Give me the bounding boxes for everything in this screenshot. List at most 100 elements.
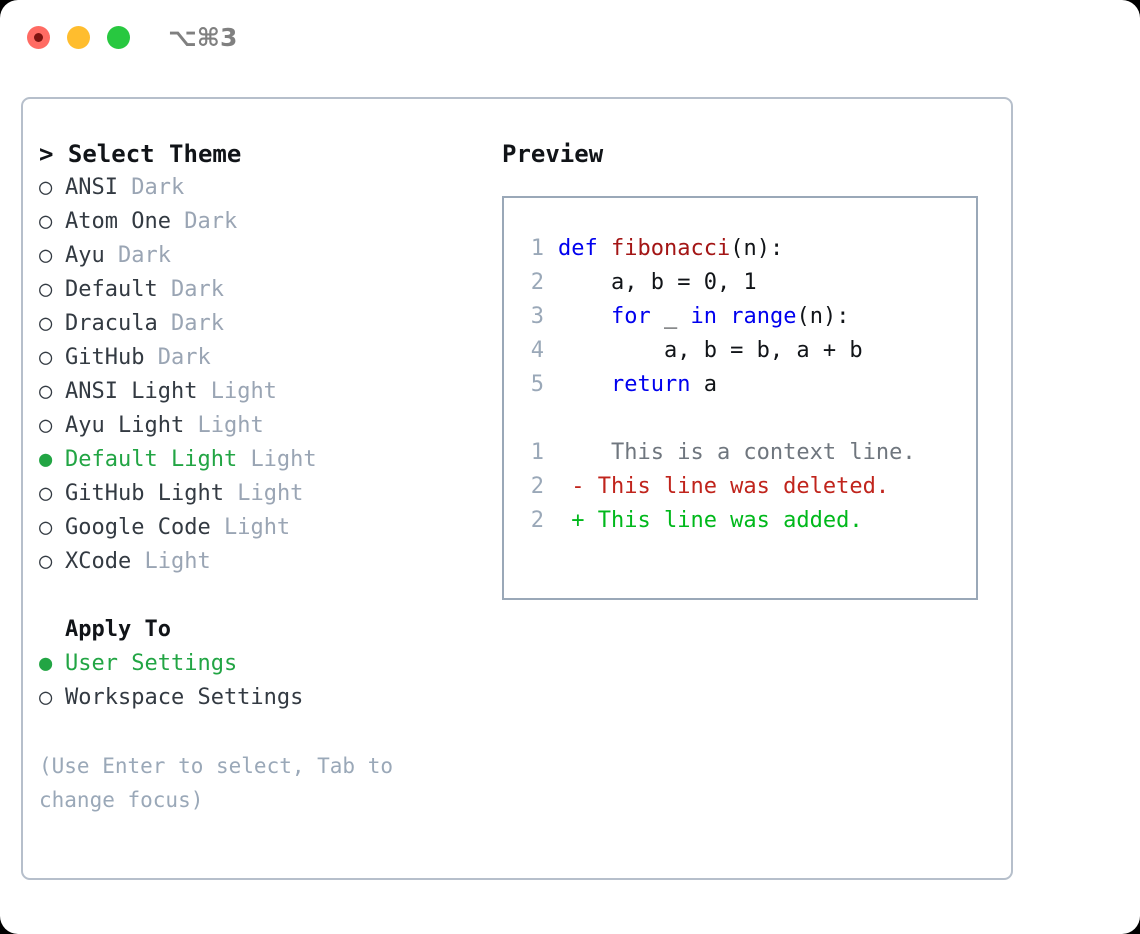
theme-option-github-light[interactable]: ○ GitHub Light Light bbox=[39, 477, 489, 511]
radio-unselected-icon: ○ bbox=[39, 413, 53, 438]
radio-selected-icon: ● bbox=[39, 651, 53, 676]
radio-unselected-icon: ○ bbox=[39, 515, 53, 540]
code-line-number: 5 bbox=[530, 372, 544, 397]
theme-selection-column: > Select Theme ○ANSI Dark○Atom One Dark○… bbox=[39, 137, 489, 817]
code-token-plain: a, b = 0, 1 bbox=[558, 270, 757, 295]
diff-line-text: - This line was deleted. bbox=[558, 474, 890, 499]
diff-line-text: + This line was added. bbox=[558, 508, 863, 533]
code-token-kw: for bbox=[610, 304, 651, 329]
apply-to-option-user-settings[interactable]: ● User Settings bbox=[39, 647, 489, 681]
theme-option-label: ANSI Light bbox=[65, 379, 198, 404]
code-line: 2 a, b = 0, 1 bbox=[504, 266, 976, 300]
radio-unselected-icon: ○ bbox=[39, 549, 53, 574]
radio-unselected-icon: ○ bbox=[39, 345, 53, 370]
code-token-plain: _ bbox=[650, 304, 691, 329]
code-token-kw: in bbox=[690, 304, 717, 329]
code-line: 5 return a bbox=[504, 368, 976, 402]
code-line-number: 3 bbox=[530, 304, 544, 329]
code-token-plain: a bbox=[690, 372, 717, 397]
theme-option-category: Light bbox=[223, 515, 291, 540]
code-token-kw: def bbox=[558, 236, 611, 261]
theme-option-category: Light bbox=[250, 447, 317, 472]
theme-option-category: Dark bbox=[184, 209, 238, 234]
maximize-window-button[interactable] bbox=[107, 26, 130, 49]
minimize-window-button[interactable] bbox=[67, 26, 90, 49]
close-window-button[interactable] bbox=[27, 26, 50, 49]
diff-line-number: 1 bbox=[530, 440, 544, 465]
code-token-plain bbox=[558, 304, 611, 329]
theme-option-category: Light bbox=[144, 549, 211, 574]
radio-unselected-icon: ○ bbox=[39, 277, 53, 302]
diff-line-add: 2 + This line was added. bbox=[504, 504, 976, 538]
code-token-plain bbox=[558, 372, 611, 397]
diff-line-ctx: 1 This is a context line. bbox=[504, 436, 976, 470]
select-theme-header: > Select Theme bbox=[39, 140, 242, 168]
apply-to-option-label: Workspace Settings bbox=[65, 685, 304, 710]
theme-option-category: Dark bbox=[157, 345, 211, 370]
theme-option-list: ○ ANSI Dark ○ Atom One Dark ○ Ayu Dark ○ Defaul… bbox=[39, 171, 489, 579]
radio-selected-icon: ● bbox=[39, 447, 53, 472]
theme-option-google-code[interactable]: ○Google Code Light bbox=[39, 511, 489, 545]
radio-unselected-icon: ○ bbox=[39, 379, 53, 404]
theme-option-label: ANSI bbox=[65, 175, 118, 200]
theme-option-ayu[interactable]: ○ Ayu Dark bbox=[39, 239, 489, 273]
code-token-plain: (n): bbox=[730, 236, 784, 261]
code-token-fn: fibonacci bbox=[610, 236, 731, 261]
theme-option-atom-one[interactable]: ○ Atom One Dark bbox=[39, 205, 489, 239]
theme-option-github[interactable]: ○ GitHub Dark bbox=[39, 341, 489, 375]
theme-option-category: Light bbox=[210, 379, 277, 404]
radio-unselected-icon: ○ bbox=[39, 209, 53, 234]
code-token-kw: range bbox=[730, 304, 797, 329]
theme-option-ansi[interactable]: ○ANSI Dark bbox=[39, 171, 489, 205]
code-token-plain bbox=[717, 304, 730, 329]
theme-option-ansi-light[interactable]: ○ ANSI Light Light bbox=[39, 375, 489, 409]
theme-option-category: Light bbox=[237, 481, 304, 506]
theme-option-label: Atom One bbox=[65, 209, 171, 234]
theme-option-xcode[interactable]: ○ XCode Light bbox=[39, 545, 489, 579]
code-line-number: 2 bbox=[530, 270, 544, 295]
radio-unselected-icon: ○ bbox=[39, 481, 53, 506]
code-line-number: 1 bbox=[530, 236, 544, 261]
radio-unselected-icon: ○ bbox=[39, 243, 53, 268]
diff-line-text: This is a context line. bbox=[558, 440, 916, 465]
radio-unselected-icon: ○ bbox=[39, 685, 53, 710]
theme-option-label: GitHub bbox=[65, 345, 145, 370]
code-line: 1 def fibonacci(n): bbox=[504, 232, 976, 266]
theme-option-category: Dark bbox=[170, 277, 224, 302]
theme-option-category: Dark bbox=[170, 311, 224, 336]
theme-option-label: GitHub Light bbox=[65, 481, 224, 506]
theme-option-label: XCode bbox=[65, 549, 132, 574]
theme-option-label: Default bbox=[65, 277, 158, 302]
preview-header: Preview bbox=[502, 140, 604, 168]
code-line: 4 a, b = b, a + b bbox=[504, 334, 976, 368]
apply-to-option-workspace-settings[interactable]: ○ Workspace Settings bbox=[39, 681, 489, 715]
theme-option-ayu-light[interactable]: ○Ayu Light Light bbox=[39, 409, 489, 443]
code-line-number: 4 bbox=[530, 338, 544, 363]
keyboard-shortcut-label: ⌥⌘3 bbox=[168, 23, 238, 52]
theme-option-default-light[interactable]: ● Default Light Light bbox=[39, 443, 489, 477]
code-token-plain: (n): bbox=[796, 304, 850, 329]
apply-to-option-label: User Settings bbox=[65, 651, 238, 676]
apply-to-option-list: ● User Settings ○ Workspace Settings bbox=[39, 647, 489, 715]
apply-to-header: Apply To bbox=[65, 617, 171, 642]
title-bar: ⌥⌘3 bbox=[0, 0, 1140, 78]
theme-option-label: Ayu bbox=[65, 243, 105, 268]
theme-picker-panel: > Select Theme ○ANSI Dark○Atom One Dark○… bbox=[21, 97, 1013, 880]
code-blank-line bbox=[504, 402, 976, 436]
diff-line-number: 2 bbox=[530, 474, 544, 499]
theme-option-default[interactable]: ○ Default Dark bbox=[39, 273, 489, 307]
keyboard-hint-text: (Use Enter to select, Tab to change focu… bbox=[39, 754, 406, 812]
code-token-plain: a, b = b, a + b bbox=[558, 338, 863, 363]
theme-option-label: Ayu Light bbox=[65, 413, 185, 438]
theme-option-category: Dark bbox=[118, 243, 171, 268]
diff-line-del: 2 - This line was deleted. bbox=[504, 470, 976, 504]
code-line: 3 for _ in range(n): bbox=[504, 300, 976, 334]
radio-unselected-icon: ○ bbox=[39, 175, 53, 200]
theme-option-dracula[interactable]: ○Dracula Dark bbox=[39, 307, 489, 341]
theme-option-label: Dracula bbox=[65, 311, 158, 336]
theme-option-label: Default Light bbox=[65, 447, 238, 472]
